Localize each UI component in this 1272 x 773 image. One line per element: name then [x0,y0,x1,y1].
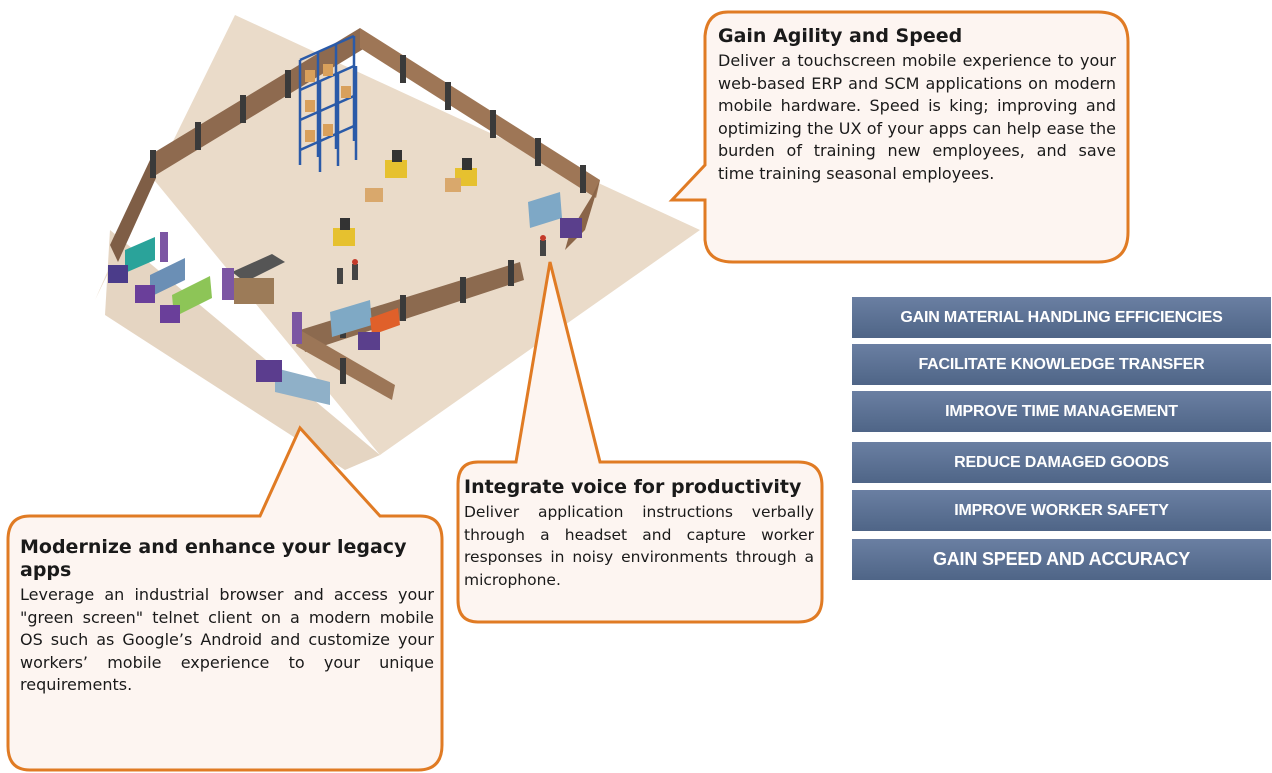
callout-legacy-bubble [6,425,444,772]
benefit-bar-speed-accuracy: GAIN SPEED AND ACCURACY [852,539,1271,580]
callout-agility-title: Gain Agility and Speed [718,25,963,47]
storage-racks [298,34,358,172]
callout-voice: Integrate voice for productivity Deliver… [464,476,814,591]
callout-agility-bubble [668,10,1130,264]
callout-legacy-body: Leverage an industrial browser and acces… [20,585,434,694]
trucks [108,192,582,405]
warehouse-floor [95,15,700,455]
callout-legacy: Modernize and enhance your legacy apps L… [20,536,434,697]
benefit-bar-worker-safety: IMPROVE WORKER SAFETY [852,490,1271,531]
callout-agility-body: Deliver a touchscreen mobile experience … [718,51,1116,183]
callout-voice-title: Integrate voice for productivity [464,476,802,498]
back-wall-left [150,28,365,175]
benefit-bar-time-management: IMPROVE TIME MANAGEMENT [852,391,1271,432]
benefit-bar-material-handling: GAIN MATERIAL HANDLING EFFICIENCIES [852,297,1271,338]
callout-agility: Gain Agility and Speed Deliver a touchsc… [718,25,1116,185]
callout-voice-body: Deliver application instructions verball… [464,503,814,589]
benefit-bar-damaged-goods: REDUCE DAMAGED GOODS [852,442,1271,483]
callout-legacy-title: Modernize and enhance your legacy apps [20,536,407,581]
callout-voice-bubble [456,261,824,624]
benefit-bar-knowledge-transfer: FACILITATE KNOWLEDGE TRANSFER [852,344,1271,385]
